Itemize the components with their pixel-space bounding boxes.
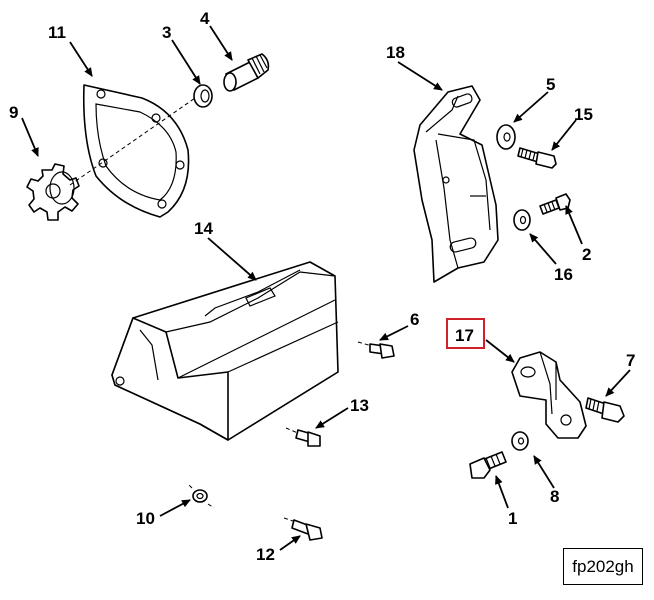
bolt-15 <box>517 147 557 169</box>
seal-ring-3 <box>193 84 213 108</box>
callout-14: 14 <box>194 219 213 238</box>
callout-9: 9 <box>9 103 18 122</box>
callout-12: 12 <box>256 545 275 564</box>
drive-shaft-4 <box>223 53 270 92</box>
bolt-1 <box>469 451 507 479</box>
callout-3: 3 <box>162 23 171 42</box>
callout-6: 6 <box>410 310 419 329</box>
callout-17: 17 <box>455 326 474 345</box>
callout-10: 10 <box>136 509 155 528</box>
callout-2: 2 <box>582 245 591 264</box>
callout-18: 18 <box>386 43 405 62</box>
callout-13: 13 <box>350 396 369 415</box>
gasket-11 <box>82 84 190 218</box>
bolt-7 <box>585 397 625 423</box>
washer-5 <box>496 124 516 150</box>
callout-8: 8 <box>550 487 559 506</box>
screw-12 <box>283 517 323 541</box>
bracket-18 <box>413 85 499 283</box>
callout-15: 15 <box>574 105 593 124</box>
washer-16 <box>513 209 531 231</box>
bolt-2 <box>539 193 571 215</box>
screw-6 <box>357 341 395 359</box>
gear-9 <box>26 163 80 221</box>
callout-4: 4 <box>200 9 210 28</box>
callout-16: 16 <box>554 265 573 284</box>
washer-8 <box>511 431 529 451</box>
figure-reference-code: fp202gh <box>563 548 643 585</box>
housing-14 <box>111 261 339 441</box>
callout-1: 1 <box>508 509 517 528</box>
callout-5: 5 <box>546 75 555 94</box>
highlight-box-callout-17 <box>446 318 485 349</box>
callout-7: 7 <box>626 351 635 370</box>
screw-13 <box>285 427 321 447</box>
callout-11: 11 <box>48 23 66 42</box>
bracket-17 <box>511 351 587 439</box>
nut-10 <box>187 483 215 509</box>
